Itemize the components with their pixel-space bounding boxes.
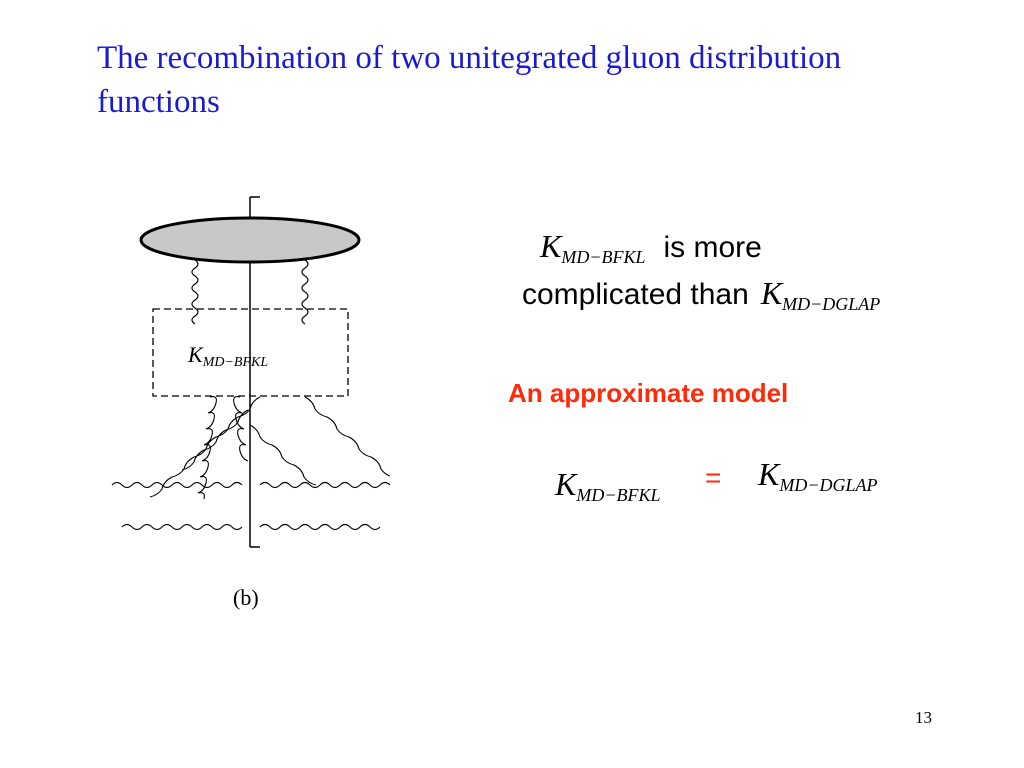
page-number: 13 <box>915 708 932 727</box>
feynman-diagram: KMD−BFKL (b) <box>100 185 394 620</box>
gluon-line-left <box>191 259 199 325</box>
gluon-line-right <box>301 259 309 325</box>
cascade-gluon-1 <box>197 396 217 500</box>
approximate-model-heading: An approximate model <box>508 378 789 408</box>
slide-title: The recombination of two unitegrated glu… <box>97 40 842 120</box>
rung-lower-left <box>121 523 243 531</box>
statement-text-1: is more <box>663 231 762 264</box>
proton-blob <box>139 216 361 264</box>
feynman-diagram-svg: KMD−BFKL (b) <box>111 196 394 610</box>
rung-upper-left <box>111 481 243 489</box>
k-dglap-symbol: KMD−DGLAP <box>760 275 881 314</box>
k-bfkl-symbol: KMD−BFKL <box>540 228 646 267</box>
statement-line-1: KMD−BFKL is more <box>540 228 762 267</box>
kernel-box <box>152 308 349 397</box>
statement-line-2: complicated than KMD−DGLAP <box>522 275 881 314</box>
rung-lower-right <box>259 523 381 531</box>
model-lhs: KMD−BFKL <box>555 466 661 505</box>
statement-text-2: complicated than <box>522 278 749 311</box>
cascade-gluon-2 <box>233 396 249 462</box>
equals-sign: = <box>705 462 722 493</box>
diagram-caption: (b) <box>233 585 259 610</box>
cascade-gluon-6 <box>181 409 249 471</box>
cascade-gluon-5 <box>249 424 317 486</box>
model-rhs: KMD−DGLAP <box>758 456 878 495</box>
cascade-gluon-4 <box>304 396 394 478</box>
cascade-gluon-3 <box>149 396 261 498</box>
kernel-label: KMD−BFKL <box>187 342 268 370</box>
rung-upper-right <box>259 481 391 489</box>
